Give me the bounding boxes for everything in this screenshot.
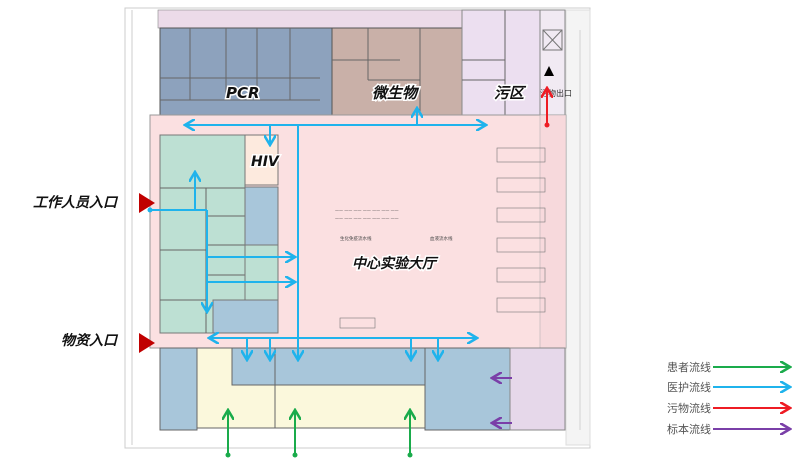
main-hall-label: 中心实验大厅 bbox=[352, 255, 439, 272]
blood-line-label: 血液流水线 bbox=[430, 235, 453, 242]
dimension-strip bbox=[565, 9, 591, 446]
office-zone bbox=[159, 134, 279, 334]
patient-flow-lines bbox=[228, 410, 410, 455]
legend-specimen-label: 标本流线 bbox=[667, 422, 711, 436]
dirty-zone bbox=[461, 9, 566, 116]
specimen-flow-lines bbox=[492, 378, 512, 423]
svg-text:—— —— —— —— —— —— ——: —— —— —— —— —— —— —— bbox=[335, 216, 399, 221]
exit-triangle-icon bbox=[544, 66, 554, 76]
legend-waste-label: 污物流线 bbox=[667, 401, 711, 415]
legend: 患者流线 医护流线 污物流线 标本流线 bbox=[667, 360, 790, 436]
lab-benches bbox=[339, 147, 546, 329]
supply-entrance-label: 物资入口 bbox=[61, 332, 119, 349]
staff-entrance-marker-icon bbox=[139, 193, 155, 213]
pcr-label: PCR bbox=[226, 84, 260, 102]
top-corridor bbox=[157, 9, 506, 29]
waste-exit-label: 污物出口 bbox=[540, 88, 572, 98]
legend-staff-label: 医护流线 bbox=[667, 380, 711, 394]
legend-patient-label: 患者流线 bbox=[667, 360, 711, 374]
supply-entrance-marker-icon bbox=[139, 333, 155, 353]
microbiology-label: 微生物 bbox=[372, 84, 420, 102]
dirty-area-label: 污区 bbox=[494, 84, 527, 102]
staff-flow-lines bbox=[151, 108, 486, 360]
staff-entrance-label: 工作人员入口 bbox=[33, 194, 119, 211]
microbiology-zone bbox=[331, 27, 463, 116]
hiv-label: HIV bbox=[251, 154, 280, 170]
bottom-zone bbox=[159, 347, 566, 431]
hall-note: —— —— —— —— —— —— —— bbox=[335, 208, 399, 213]
biochem-line-label: 生化免疫流水线 bbox=[340, 235, 372, 242]
pcr-zone bbox=[159, 27, 333, 116]
